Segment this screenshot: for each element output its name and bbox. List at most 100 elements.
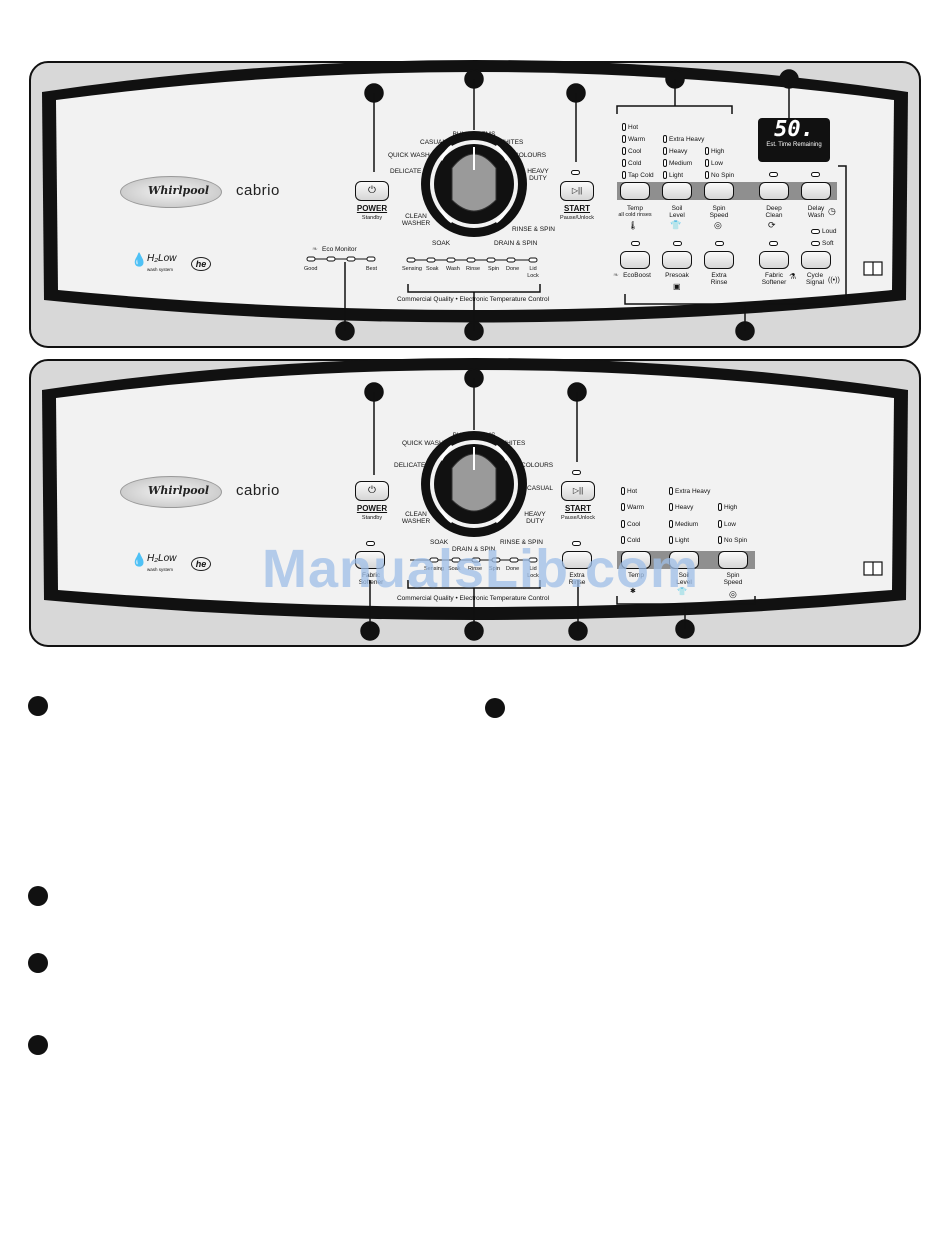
temp-button[interactable] (620, 182, 650, 200)
led (622, 159, 626, 167)
power-icon: ⏻ (368, 185, 376, 196)
power-button[interactable]: ⏻ (355, 481, 389, 501)
water-drop-icon: 💧 (131, 252, 148, 267)
power-label: POWER (356, 204, 388, 213)
soil-level-button[interactable] (662, 182, 692, 200)
cycle-heavy-duty[interactable]: HEAVY DUTY (527, 168, 549, 182)
drum-icon: ⟳ (768, 220, 776, 230)
cycle-colours[interactable]: COLOURS (521, 462, 554, 469)
extra-rinse-label: Extra Rinse (568, 572, 586, 586)
soil-level-label: Soil Level (676, 572, 692, 586)
softener-icon: ⚗ (789, 272, 797, 281)
bullet-marker (28, 953, 48, 973)
panel-caption: Commercial Quality • Electronic Temperat… (396, 595, 550, 602)
start-led (572, 470, 581, 475)
temp-tap-cold: Tap Cold (628, 172, 654, 179)
cycle-whites[interactable]: WHITES (500, 440, 526, 447)
fabric-softener-label: Fabric Softener (358, 572, 384, 586)
status-soak: Soak (426, 266, 439, 272)
shirt-icon: 👕 (670, 220, 682, 230)
ecoboost-button[interactable] (620, 251, 650, 269)
spin-speed-button[interactable] (718, 551, 748, 569)
cycle-heavy-duty[interactable]: HEAVY DUTY (524, 511, 546, 525)
eco-monitor-title: Eco Monitor (322, 246, 357, 253)
cycle-rinse-spin[interactable]: RINSE & SPIN (500, 539, 543, 546)
brand-name: Whirlpool (148, 184, 210, 197)
cycle-signal-button[interactable] (801, 251, 831, 269)
ecoboost-label: EcoBoost (623, 272, 651, 279)
power-sub: Standby (361, 515, 383, 521)
spin-speed-label: Spin Speed (709, 205, 729, 219)
cycle-colours[interactable]: COLOURS (514, 152, 547, 159)
cycle-quick-wash[interactable]: QUICK WASH (402, 440, 444, 447)
start-button[interactable]: ▷|| (560, 181, 594, 201)
extra-rinse-button[interactable] (704, 251, 734, 269)
clock-icon: ◷ (828, 206, 836, 216)
status-spin: Spin (488, 266, 500, 272)
cycle-whites[interactable]: WHITES (498, 139, 524, 146)
cycle-soak[interactable]: SOAK (432, 240, 451, 247)
cycle-clean-washer[interactable]: CLEAN WASHER (401, 213, 431, 227)
deep-clean-led (769, 172, 778, 177)
fabric-softener-button[interactable] (355, 551, 385, 569)
status-wash: Wash (446, 266, 460, 272)
start-button[interactable]: ▷|| (561, 481, 595, 501)
start-label: START (564, 504, 592, 513)
h2low-logo: H₂Low (147, 553, 177, 564)
cycle-casual[interactable]: CASUAL (420, 139, 447, 146)
cycle-drain-spin[interactable]: DRAIN & SPIN (494, 240, 538, 247)
cycle-bulky-items[interactable]: BULKY ITEMS (452, 432, 496, 439)
extra-rinse-button[interactable] (562, 551, 592, 569)
cycle-soak[interactable]: SOAK (430, 539, 449, 546)
cycle-clean-washer[interactable]: CLEAN WASHER (401, 511, 431, 525)
temp-cool: Cool (627, 521, 641, 528)
temp-cold: Cold (627, 537, 641, 544)
extra-rinse-label: Extra Rinse (710, 272, 728, 286)
status-done: Done (506, 566, 520, 572)
temp-cold: Cold (628, 160, 642, 167)
deep-clean-button[interactable] (759, 182, 789, 200)
spin-low: Low (711, 160, 723, 167)
status-sensing: Sensing (402, 266, 422, 272)
soil-extra-heavy: Extra Heavy (675, 488, 711, 495)
delay-wash-button[interactable] (801, 182, 831, 200)
power-icon: ⏻ (368, 485, 376, 496)
spin-speed-label: Spin Speed (723, 572, 743, 586)
fabric-softener-button[interactable] (759, 251, 789, 269)
spin-high: High (724, 504, 738, 511)
cycle-delicate[interactable]: DELICATE (390, 168, 422, 175)
shirt-icon: 👕 (677, 587, 687, 596)
whirlpool-logo (120, 476, 222, 508)
presoak-icon: ▣ (673, 282, 681, 291)
he-logo: he (191, 557, 211, 571)
spin-icon: ◎ (714, 220, 722, 230)
extra-rinse-led (715, 241, 724, 246)
led (621, 487, 625, 495)
cycle-casual[interactable]: CASUAL (527, 485, 554, 492)
cycle-drain-spin[interactable]: DRAIN & SPIN (452, 546, 496, 553)
eco-best-label: Best (366, 266, 378, 272)
led (705, 147, 709, 155)
presoak-button[interactable] (662, 251, 692, 269)
led (669, 503, 673, 511)
loud-led (811, 229, 820, 234)
cycle-delicate[interactable]: DELICATE (394, 462, 426, 469)
cycle-rinse-spin[interactable]: RINSE & SPIN (512, 226, 555, 233)
led (663, 159, 667, 167)
fabric-softener-label: Fabric Softener (761, 272, 787, 286)
temp-button[interactable] (621, 551, 651, 569)
led (621, 520, 625, 528)
cycle-bulky-items[interactable]: BULKY ITEMS (452, 131, 496, 138)
led (663, 135, 667, 143)
thermometer-icon: ✱ (630, 588, 636, 595)
power-button[interactable]: ⏻ (355, 181, 389, 201)
soil-level-button[interactable] (669, 551, 699, 569)
temp-warm: Warm (628, 136, 646, 143)
time-digits: 50. (774, 117, 814, 142)
start-sub: Pause/Unlock (560, 215, 594, 221)
cycle-quick-wash[interactable]: QUICK WASH (388, 152, 430, 159)
temp-warm: Warm (627, 504, 645, 511)
bullet-marker (28, 696, 48, 716)
spin-speed-button[interactable] (704, 182, 734, 200)
status-sensing: Sensing (424, 566, 444, 572)
